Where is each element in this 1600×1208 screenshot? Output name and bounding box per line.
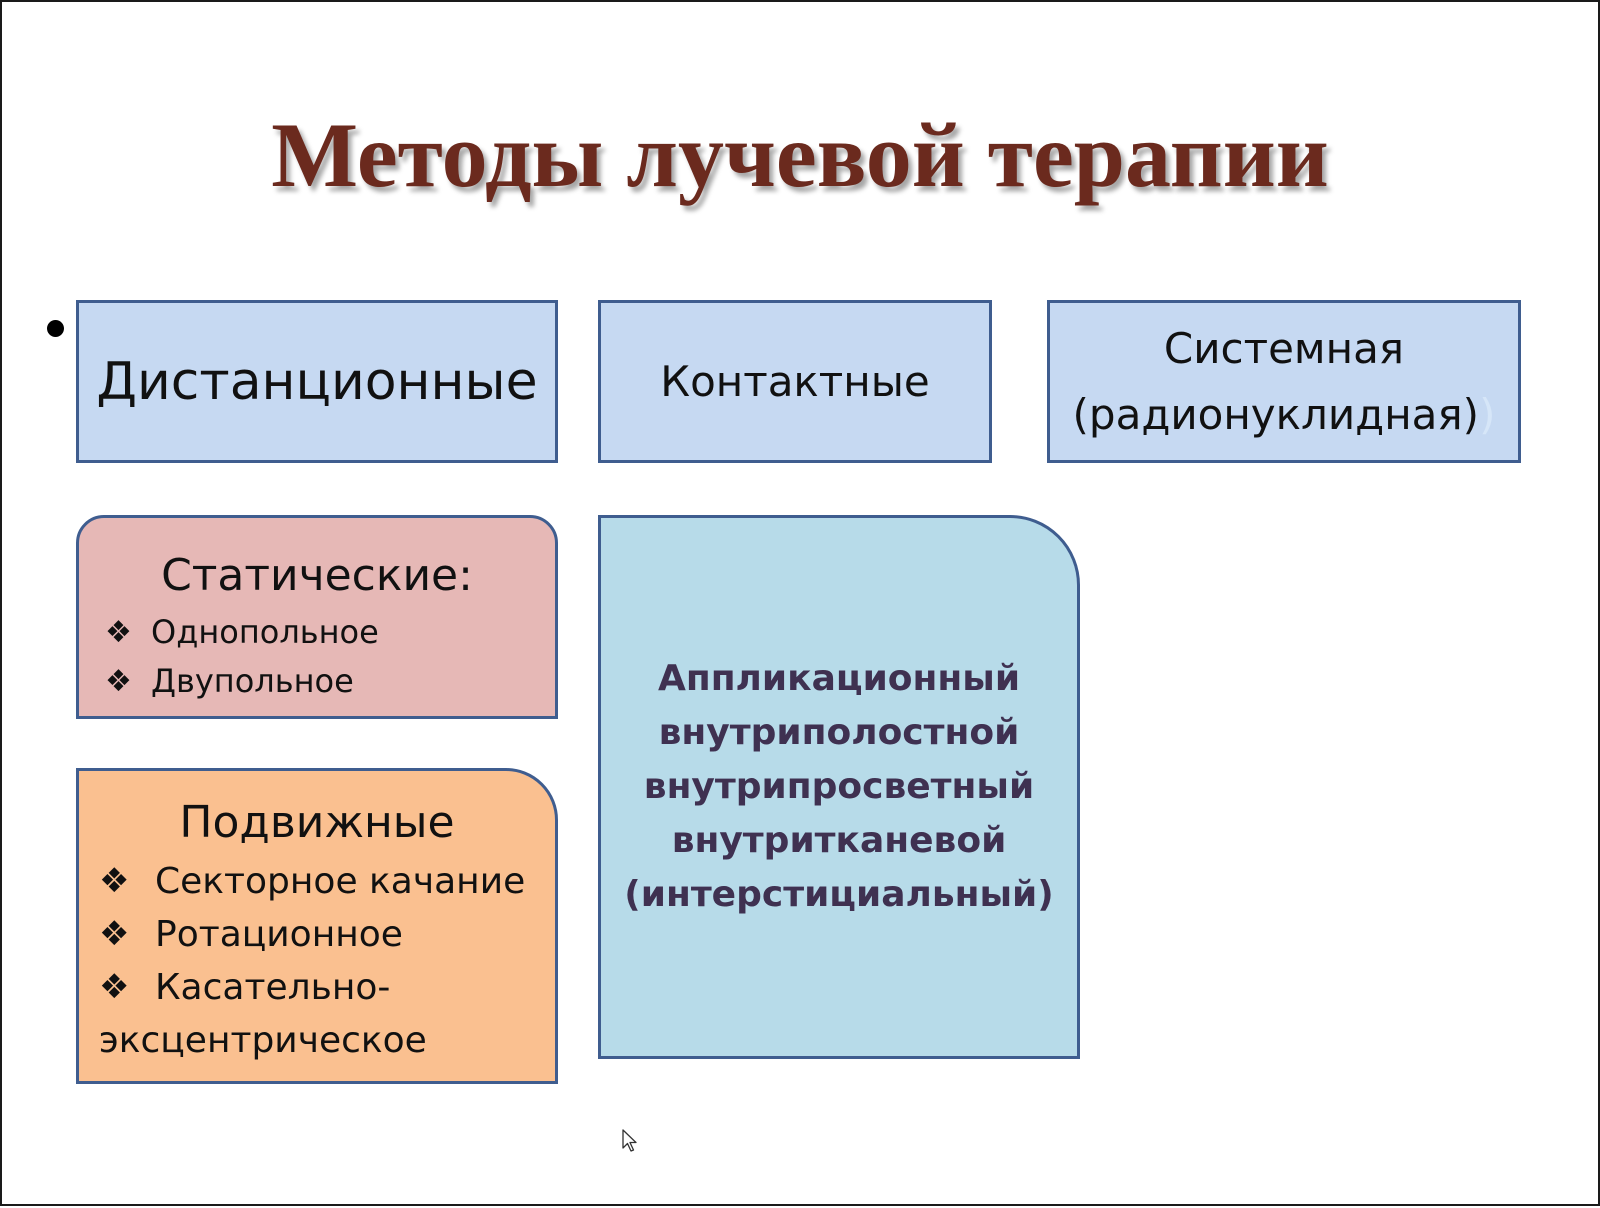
systemic-label-line2: (радионуклидная)	[1072, 389, 1480, 439]
bullet-dot-icon	[47, 320, 64, 337]
diamond-bullet-icon: ❖	[99, 914, 130, 954]
diamond-bullet-icon: ❖	[105, 664, 132, 699]
static-heading: Статические:	[161, 550, 473, 601]
list-item: ❖ Двупольное	[79, 657, 555, 706]
systemic-label-extra-paren: )	[1479, 389, 1496, 439]
contact-methods-label: Контактные	[660, 357, 930, 406]
contact-method-line: Аппликационный	[657, 658, 1021, 699]
systemic-methods-box: Системная (радионуклидная))	[1047, 300, 1521, 463]
contact-method-line: (интерстициальный)	[624, 874, 1054, 915]
diamond-bullet-icon: ❖	[99, 861, 130, 901]
list-item: ❖ Однопольное	[79, 608, 555, 657]
diamond-bullet-icon: ❖	[99, 967, 130, 1007]
list-item-label: Однопольное	[151, 613, 379, 651]
list-item: ❖ Секторное качание	[79, 855, 555, 908]
list-item: ❖ Ротационное	[79, 908, 555, 961]
contact-methods-box: Контактные	[598, 300, 992, 463]
moving-methods-box: Подвижные ❖ Секторное качание ❖ Ротацион…	[76, 768, 558, 1084]
systemic-label-line1: Системная	[1163, 323, 1405, 373]
diamond-bullet-icon: ❖	[105, 615, 132, 650]
moving-heading: Подвижные	[179, 797, 455, 848]
list-item-label: Секторное качание	[155, 861, 526, 902]
list-item-label: Двупольное	[151, 662, 354, 700]
distance-methods-label: Дистанционные	[96, 351, 538, 412]
distance-methods-box: Дистанционные	[76, 300, 558, 463]
contact-method-line: внутрипросветный	[643, 766, 1035, 807]
slide-title: Методы лучевой терапии	[271, 104, 1329, 206]
contact-method-line: внутритканевой	[671, 820, 1007, 861]
list-item-label: Ротационное	[155, 914, 403, 955]
mouse-cursor-icon	[622, 1129, 637, 1152]
list-item-label: Касательно-	[155, 967, 391, 1008]
list-item: ❖ Касательно-	[79, 961, 555, 1014]
static-methods-box: Статические: ❖ Однопольное ❖ Двупольное	[76, 515, 558, 719]
systemic-label-line2-wrap: (радионуклидная))	[1073, 382, 1496, 448]
contact-method-line: внутриполостной	[658, 712, 1020, 753]
list-item-continuation: эксцентрическое	[99, 1020, 427, 1061]
contact-methods-detail-box: Аппликационный внутриполостной внутрипро…	[598, 515, 1080, 1059]
